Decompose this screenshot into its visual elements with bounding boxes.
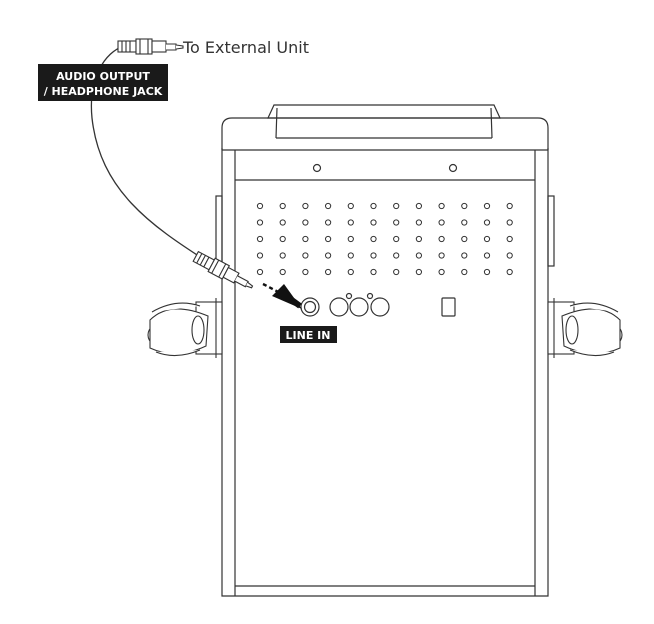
grill-dot: [347, 219, 354, 226]
grill-dot: [370, 252, 377, 259]
grill-dot: [256, 219, 264, 226]
grill-dot: [393, 219, 400, 226]
grill-dot: [370, 235, 377, 243]
line-in-label: LINE IN: [280, 326, 337, 343]
grill-dot: [302, 268, 309, 276]
grill-dot: [325, 235, 332, 243]
outer-body: [221, 148, 549, 597]
grill-dot: [506, 219, 513, 226]
grill-dot: [393, 235, 400, 243]
grill-dot: [325, 252, 332, 259]
line-in-text: LINE IN: [286, 329, 331, 342]
grill-dot: [370, 202, 377, 210]
audio-plug-icon: [117, 38, 184, 55]
grill-dot: [302, 202, 309, 210]
grill-dot: [325, 202, 332, 210]
grill-dot: [325, 219, 332, 226]
screw-right: [448, 163, 458, 173]
grill-dot: [279, 268, 286, 276]
audio-output-label: AUDIO OUTPUT / HEADPHONE JACK: [38, 64, 168, 101]
speaker-grill: [256, 202, 513, 276]
knob-2[interactable]: [349, 297, 369, 317]
to-external-unit-label: To External Unit: [182, 38, 309, 57]
grill-dot: [279, 202, 286, 210]
grill-dot: [483, 268, 491, 276]
top-cap: [221, 117, 549, 150]
grill-dot: [438, 252, 445, 259]
grill-dot: [347, 268, 354, 276]
audio-cable: [90, 45, 209, 263]
grill-dot: [415, 268, 422, 276]
grill-dot: [393, 252, 400, 259]
grill-dot: [415, 219, 422, 226]
grill-dot: [506, 252, 513, 259]
grill-dot: [506, 235, 513, 243]
grill-dot: [461, 268, 468, 276]
grill-dot: [415, 235, 422, 243]
screw-left: [312, 163, 322, 173]
side-bracket-left: [215, 195, 223, 267]
grill-dot: [393, 202, 400, 210]
grill-dot: [438, 219, 445, 226]
grill-dot: [325, 268, 332, 276]
grill-dot: [302, 219, 309, 226]
grill-dot: [256, 202, 264, 210]
grill-dot: [347, 235, 354, 243]
grill-dot: [438, 202, 445, 210]
grill-dot: [461, 252, 468, 259]
side-bracket-right: [547, 195, 555, 267]
grill-dot: [461, 235, 468, 243]
grill-dot: [483, 219, 491, 226]
grill-dot: [302, 235, 309, 243]
grill-dot: [279, 235, 286, 243]
control-panel: [300, 292, 456, 317]
inner-panel: [234, 150, 536, 596]
grill-dot: [438, 235, 445, 243]
grill-dot: [461, 219, 468, 226]
microphone-icon: [147, 298, 223, 358]
grill-dot: [279, 252, 286, 259]
grill-dot: [347, 202, 354, 210]
grill-dot: [506, 268, 513, 276]
grill-dot: [302, 252, 309, 259]
grill-dot: [256, 252, 264, 259]
arrow-icon: [262, 282, 302, 309]
grill-dot: [438, 268, 445, 276]
grill-dot: [415, 252, 422, 259]
speaker-unit: [215, 104, 555, 597]
led-1: [345, 292, 353, 300]
audio-plug-icon: [192, 250, 254, 289]
microphone-icon: [547, 298, 623, 358]
grill-dot: [256, 235, 264, 243]
grill-dot: [483, 202, 491, 210]
grill-dot: [393, 268, 400, 276]
audio-output-line2: / HEADPHONE JACK: [44, 85, 163, 98]
knob-3[interactable]: [370, 297, 390, 317]
grill-dot: [279, 219, 286, 226]
jack-icon[interactable]: [300, 297, 320, 317]
grill-dot: [370, 219, 377, 226]
grill-dot: [415, 202, 422, 210]
grill-dot: [483, 252, 491, 259]
grill-dot: [483, 235, 491, 243]
carry-handle: [267, 104, 501, 119]
grill-dot: [506, 202, 513, 210]
grill-dot: [347, 252, 354, 259]
knob-1[interactable]: [329, 297, 349, 317]
power-switch[interactable]: [441, 297, 456, 317]
audio-output-line1: AUDIO OUTPUT: [56, 70, 150, 83]
led-2: [366, 292, 374, 300]
grill-dot: [370, 268, 377, 276]
grill-dot: [461, 202, 468, 210]
grill-dot: [256, 268, 264, 276]
